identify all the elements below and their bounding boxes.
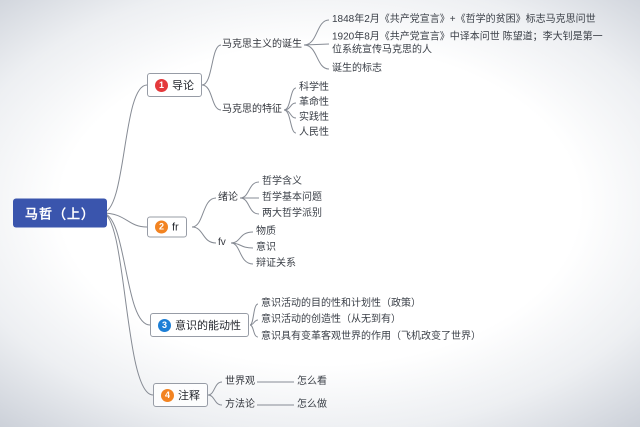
detail-node[interactable]: 诞生的标志 — [332, 63, 382, 76]
detail-node[interactable]: 意识活动的目的性和计划性（政策） — [261, 298, 421, 311]
detail-node[interactable]: 革命性 — [299, 97, 329, 110]
branch-node-notes[interactable]: 4 注释 — [153, 383, 208, 407]
branch-node-consciousness-activity[interactable]: 3 意识的能动性 — [150, 313, 249, 337]
detail-label: 诞生的标志 — [332, 62, 382, 74]
detail-label: 1920年8月《共产党宣言》中译本问世 陈望道；李大钊是第一位系统宣传马克思的人 — [332, 31, 603, 56]
detail-node[interactable]: 意识 — [256, 242, 276, 255]
branch-node-fr[interactable]: 2 fr — [147, 216, 187, 238]
detail-node[interactable]: 怎么看 — [297, 376, 327, 389]
detail-label: 意识 — [256, 241, 276, 253]
topic-node-birth-of-marxism[interactable]: 马克思主义的诞生 — [222, 39, 302, 52]
branch-label: 导论 — [172, 80, 194, 92]
detail-label: 1848年2月《共产党宣言》+《哲学的贫困》标志马克思问世 — [332, 13, 596, 25]
branch-number-badge: 4 — [161, 388, 174, 402]
branch-label: 注释 — [178, 390, 200, 402]
detail-node[interactable]: 实践性 — [299, 112, 329, 125]
topic-node-methodology[interactable]: 方法论 — [225, 399, 255, 412]
detail-node[interactable]: 哲学基本问题 — [262, 192, 322, 205]
topic-label: 马克思的特征 — [222, 103, 282, 115]
detail-node[interactable]: 哲学含义 — [262, 176, 302, 189]
topic-label: 绪论 — [218, 191, 238, 203]
branch-node-introduction[interactable]: 1 导论 — [147, 73, 202, 97]
detail-label: 辩证关系 — [256, 257, 296, 269]
detail-node[interactable]: 人民性 — [299, 127, 329, 140]
root-node[interactable]: 马哲（上） — [13, 198, 108, 228]
branch-label: fr — [172, 221, 179, 233]
detail-label: 哲学基本问题 — [262, 191, 322, 203]
detail-node[interactable]: 物质 — [256, 226, 276, 239]
topic-node-prolegomenon[interactable]: 绪论 — [218, 192, 238, 205]
detail-label: 革命性 — [299, 96, 329, 108]
detail-node[interactable]: 两大哲学派别 — [262, 208, 322, 221]
detail-label: 意识活动的创造性（从无到有） — [261, 313, 401, 325]
branch-number-badge: 1 — [155, 78, 168, 92]
topic-label: 马克思主义的诞生 — [222, 38, 302, 50]
topic-node-fv[interactable]: fv — [218, 237, 226, 250]
topic-label: 世界观 — [225, 375, 255, 387]
detail-node[interactable]: 辩证关系 — [256, 258, 296, 271]
detail-node[interactable]: 意识活动的创造性（从无到有） — [261, 314, 401, 327]
topic-label: fv — [218, 236, 226, 248]
detail-label: 物质 — [256, 225, 276, 237]
detail-node[interactable]: 1920年8月《共产党宣言》中译本问世 陈望道；李大钊是第一位系统宣传马克思的人 — [332, 32, 604, 57]
detail-label: 怎么看 — [297, 375, 327, 387]
topic-label: 方法论 — [225, 398, 255, 410]
root-label: 马哲（上） — [25, 206, 96, 222]
detail-label: 科学性 — [299, 81, 329, 93]
detail-node[interactable]: 意识具有变革客观世界的作用（飞机改变了世界） — [261, 331, 481, 344]
detail-label: 意识活动的目的性和计划性（政策） — [261, 297, 421, 309]
detail-label: 哲学含义 — [262, 175, 302, 187]
detail-label: 两大哲学派别 — [262, 207, 322, 219]
detail-label: 意识具有变革客观世界的作用（飞机改变了世界） — [261, 330, 481, 342]
detail-label: 人民性 — [299, 126, 329, 138]
branch-label: 意识的能动性 — [175, 320, 241, 332]
branch-number-badge: 3 — [158, 318, 171, 332]
topic-node-marx-characteristics[interactable]: 马克思的特征 — [222, 104, 282, 117]
detail-node[interactable]: 怎么做 — [297, 399, 327, 412]
detail-label: 实践性 — [299, 111, 329, 123]
branch-number-badge: 2 — [155, 220, 168, 234]
detail-label: 怎么做 — [297, 398, 327, 410]
detail-node[interactable]: 科学性 — [299, 82, 329, 95]
topic-node-worldview[interactable]: 世界观 — [225, 376, 255, 389]
detail-node[interactable]: 1848年2月《共产党宣言》+《哲学的贫困》标志马克思问世 — [332, 14, 596, 27]
